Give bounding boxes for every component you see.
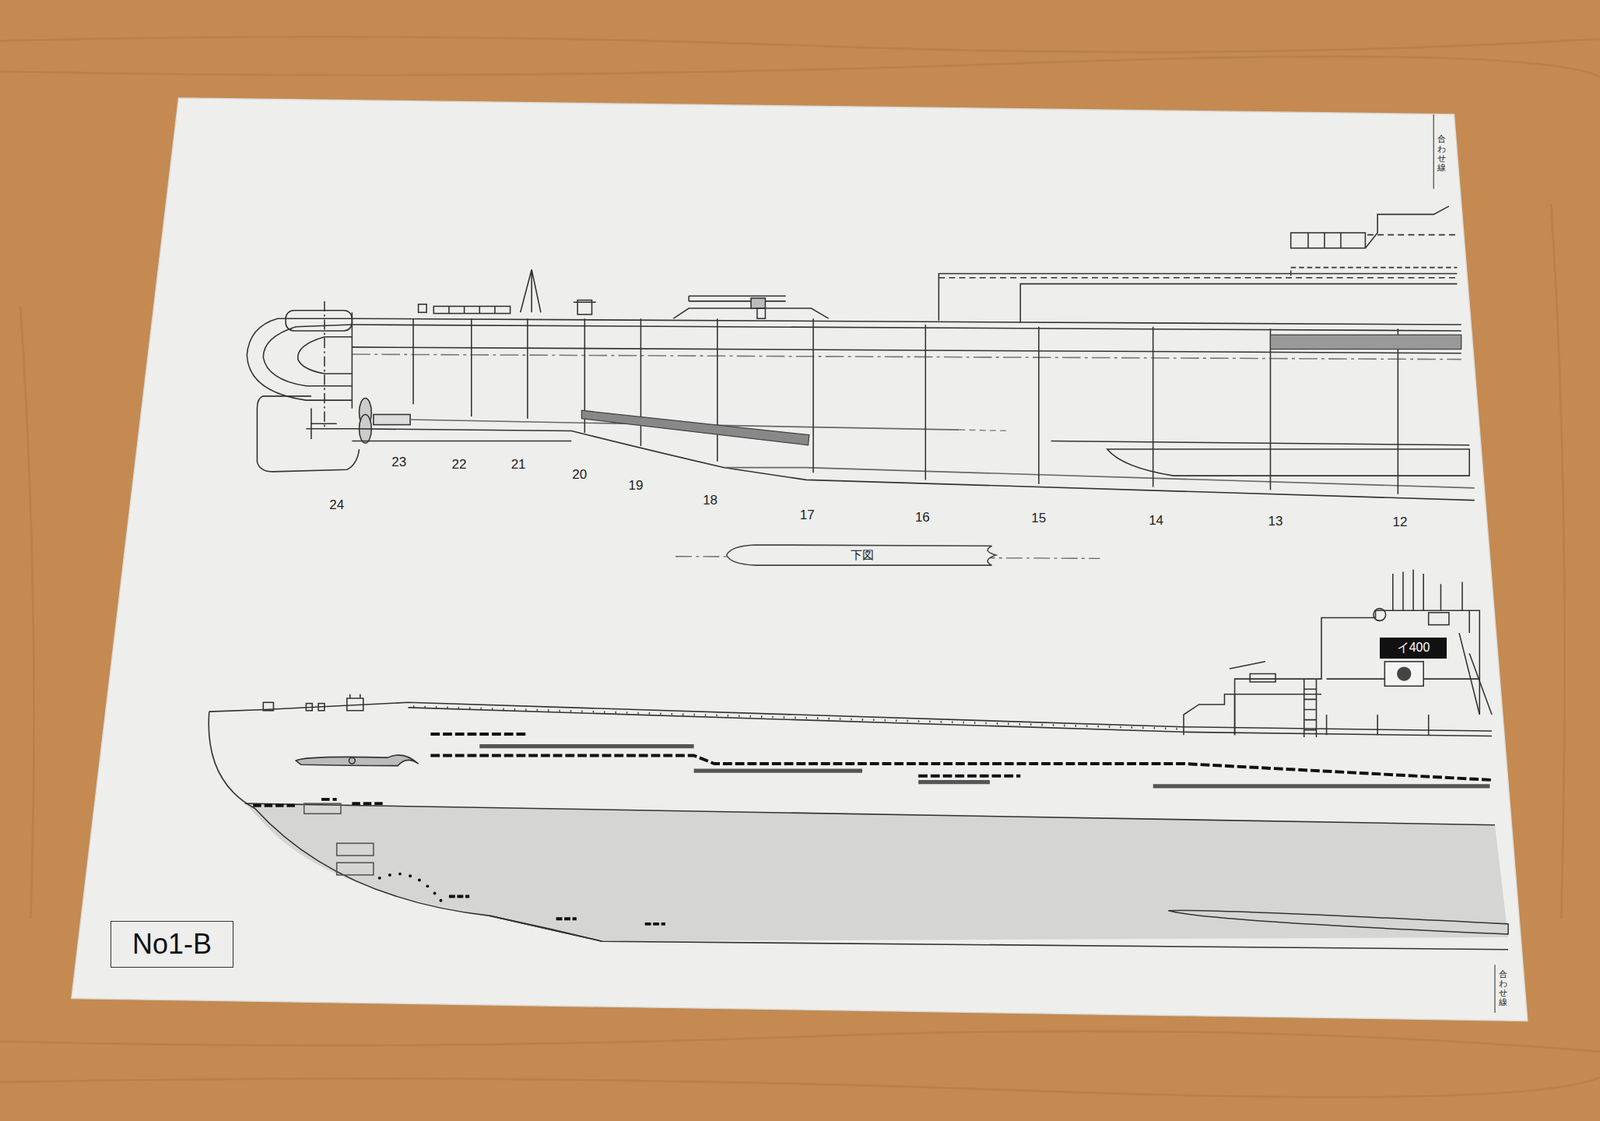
frame-number: 14 [1148, 512, 1164, 529]
frame-number: 19 [628, 477, 643, 494]
frame-number: 12 [1392, 514, 1408, 530]
sheet-number-box: No1-B [110, 920, 235, 968]
match-line-note: 合わせ線 [1498, 968, 1508, 1007]
match-line-note: 合わせ線 [1437, 133, 1446, 172]
frame-number: 15 [1031, 510, 1046, 527]
sheet-number: No1-B [132, 927, 212, 961]
frame-number: 16 [915, 509, 930, 526]
hull-number: イ400 [1396, 639, 1431, 657]
frame-number: 24 [329, 497, 344, 513]
frame-number: 17 [800, 507, 815, 523]
frame-number: 13 [1268, 513, 1284, 530]
frame-number: 21 [511, 456, 527, 473]
hull-number-plate: イ400 [1379, 637, 1448, 659]
lower-view-mark: 下図 [724, 541, 1000, 569]
frame-number: 23 [391, 454, 407, 471]
frame-number: 20 [571, 466, 587, 483]
frame-number: 22 [452, 456, 467, 473]
frame-number: 18 [702, 492, 718, 509]
view-label: 下図 [848, 547, 877, 563]
